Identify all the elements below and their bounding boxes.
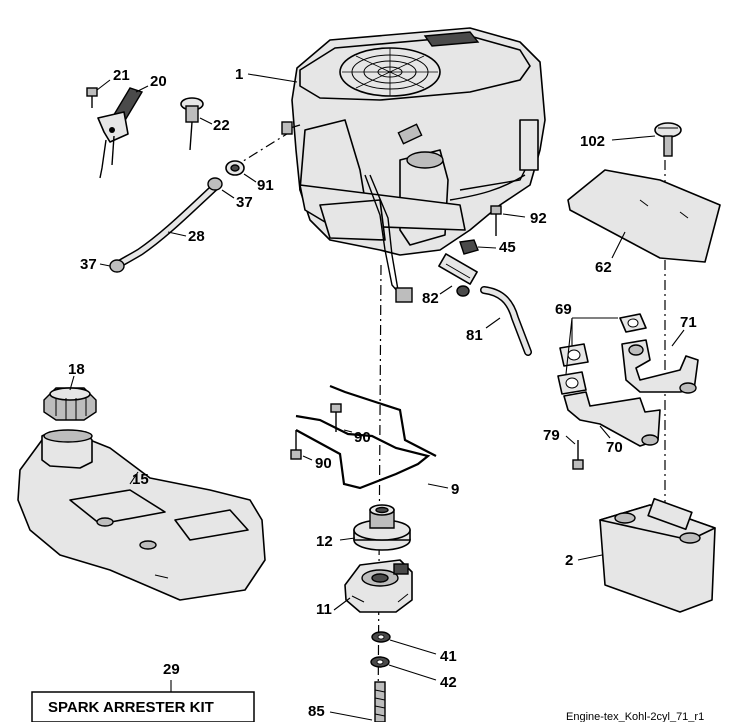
label-91: 91 — [257, 177, 274, 194]
bolt-79 — [572, 440, 584, 470]
label-12: 12 — [316, 533, 333, 550]
throttle-control-20 — [97, 87, 144, 179]
label-15: 15 — [132, 471, 149, 488]
engine-axis-line — [377, 264, 382, 722]
fuel-filter-82 — [438, 253, 478, 297]
label-42: 42 — [440, 674, 457, 691]
label-22: 22 — [213, 117, 230, 134]
label-18: 18 — [68, 361, 85, 378]
fuel-cap-18 — [43, 387, 97, 421]
exhaust-pipe-71 — [621, 339, 699, 394]
fuel-tank-15 — [17, 429, 266, 601]
label-81: 81 — [466, 327, 483, 344]
washer-41 — [371, 631, 391, 643]
label-82: 82 — [422, 290, 439, 307]
label-2: 2 — [565, 552, 573, 569]
label-102: 102 — [580, 133, 605, 150]
gasket-69 — [557, 313, 647, 395]
fitting-91 — [225, 160, 245, 176]
label-37-lower: 37 — [80, 256, 97, 273]
label-11: 11 — [316, 601, 332, 618]
label-71: 71 — [680, 314, 697, 331]
knob-102 — [654, 122, 682, 157]
exhaust-pipe-70 — [563, 391, 661, 447]
washer-42 — [370, 656, 390, 668]
screw-21 — [86, 87, 98, 108]
bolt-90-lower — [290, 430, 302, 460]
label-85: 85 — [308, 703, 325, 720]
nut-45 — [459, 239, 479, 255]
fuel-hose-28 — [112, 182, 220, 270]
label-29: 29 — [163, 661, 180, 678]
dipstick-axis-line — [231, 131, 291, 169]
label-28: 28 — [188, 228, 205, 245]
clutch-11 — [344, 559, 413, 613]
pulley-12 — [353, 504, 411, 551]
bolt-85 — [374, 681, 386, 722]
label-45: 45 — [499, 239, 516, 256]
label-92: 92 — [530, 210, 547, 227]
label-37-upper: 37 — [236, 194, 253, 211]
spark-arrester-kit-label: SPARK ARRESTER KIT — [48, 699, 214, 716]
diagram-reference-code: Engine-tex_Kohl-2cyl_71_r1 — [566, 711, 704, 722]
heat-shield-62 — [567, 169, 721, 263]
bracket-9 — [295, 384, 437, 490]
hose-81 — [480, 286, 532, 356]
label-69: 69 — [555, 301, 572, 318]
label-79: 79 — [543, 427, 560, 444]
label-62: 62 — [595, 259, 612, 276]
clamp-37-lower — [109, 259, 125, 273]
engine — [281, 27, 546, 303]
label-20: 20 — [150, 73, 167, 90]
label-9: 9 — [451, 481, 459, 498]
label-1: 1 — [235, 66, 243, 83]
dipstick-22 — [180, 97, 204, 151]
label-90-lower: 90 — [315, 455, 332, 472]
label-21: 21 — [113, 67, 130, 84]
label-70: 70 — [606, 439, 623, 456]
label-90-upper: 90 — [354, 429, 371, 446]
engine-connector — [395, 287, 413, 303]
bolt-92 — [490, 205, 502, 236]
label-41: 41 — [440, 648, 457, 665]
muffler-2 — [599, 497, 716, 613]
clamp-37-upper — [207, 177, 223, 191]
spark-arrester-kit-box — [31, 691, 255, 722]
